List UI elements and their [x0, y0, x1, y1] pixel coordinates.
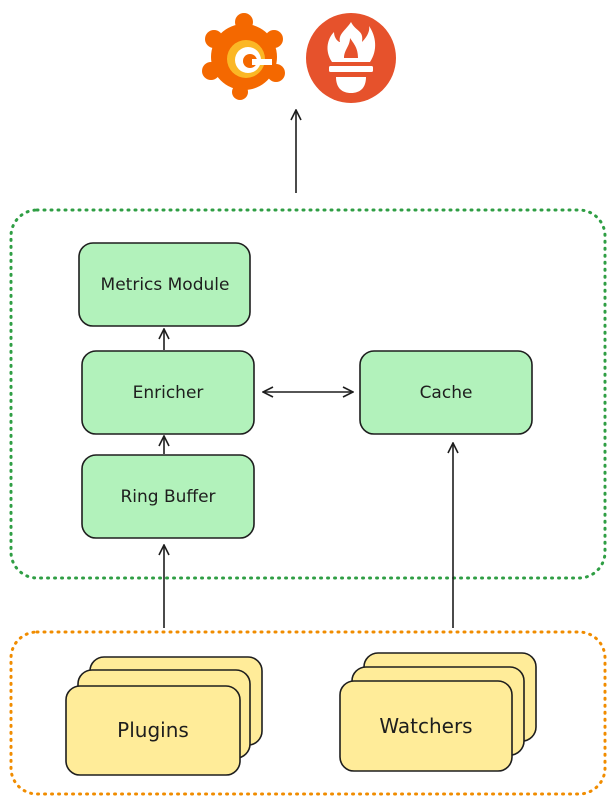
cache-label: Cache: [420, 383, 473, 403]
watchers-label: Watchers: [379, 714, 472, 738]
metrics-module-label: Metrics Module: [101, 275, 230, 295]
ring-buffer-node: Ring Buffer: [81, 454, 255, 539]
watchers-node: Watchers: [339, 652, 537, 772]
grafana-logo: [202, 13, 285, 100]
plugins-node: Plugins: [65, 656, 263, 776]
cache-node: Cache: [359, 350, 533, 435]
sources-container: [9, 630, 607, 796]
enricher-label: Enricher: [133, 383, 204, 403]
prometheus-logo: [306, 13, 396, 103]
agent-container: [9, 208, 607, 580]
ring-buffer-label: Ring Buffer: [120, 487, 215, 507]
metrics-module-node: Metrics Module: [78, 242, 251, 327]
plugins-label: Plugins: [117, 718, 189, 742]
enricher-node: Enricher: [81, 350, 255, 435]
